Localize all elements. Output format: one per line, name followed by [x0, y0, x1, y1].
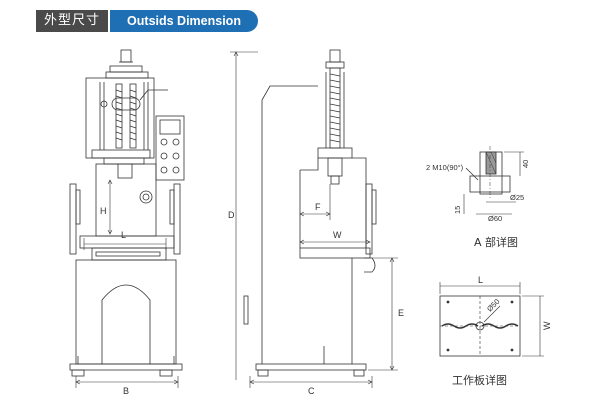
- worktable-dim-d50: Ø50: [485, 297, 501, 313]
- detail-thread-note: 2 M10(90°): [426, 163, 464, 172]
- detail-a: [463, 146, 524, 215]
- worktable-caption: 工作板详图: [452, 373, 507, 387]
- detail-a-caption: A 部详图: [474, 235, 518, 249]
- section-title-en: Outsids Dimension: [110, 10, 258, 32]
- detail-dim-d60: Ø60: [488, 214, 502, 223]
- side-dim-f: F: [315, 202, 321, 212]
- worktable-dim-l: L: [478, 275, 483, 285]
- front-dim-b: B: [123, 386, 129, 396]
- section-title-zh: 外型尺寸: [36, 10, 108, 32]
- side-dim-c: C: [308, 386, 315, 396]
- detail-dim-40: 40: [521, 160, 530, 168]
- side-dim-d: D: [228, 210, 235, 220]
- worktable-detail: [439, 282, 544, 357]
- front-dim-l: L: [121, 230, 126, 240]
- side-dim-e: E: [398, 308, 404, 318]
- detail-dim-d25: Ø25: [510, 193, 524, 202]
- side-dim-w: W: [333, 230, 342, 240]
- front-dim-h: H: [100, 206, 107, 216]
- worktable-dim-w: W: [542, 321, 552, 330]
- side-view: [230, 49, 398, 388]
- detail-dim-15: 15: [453, 206, 462, 214]
- front-view: [69, 49, 185, 388]
